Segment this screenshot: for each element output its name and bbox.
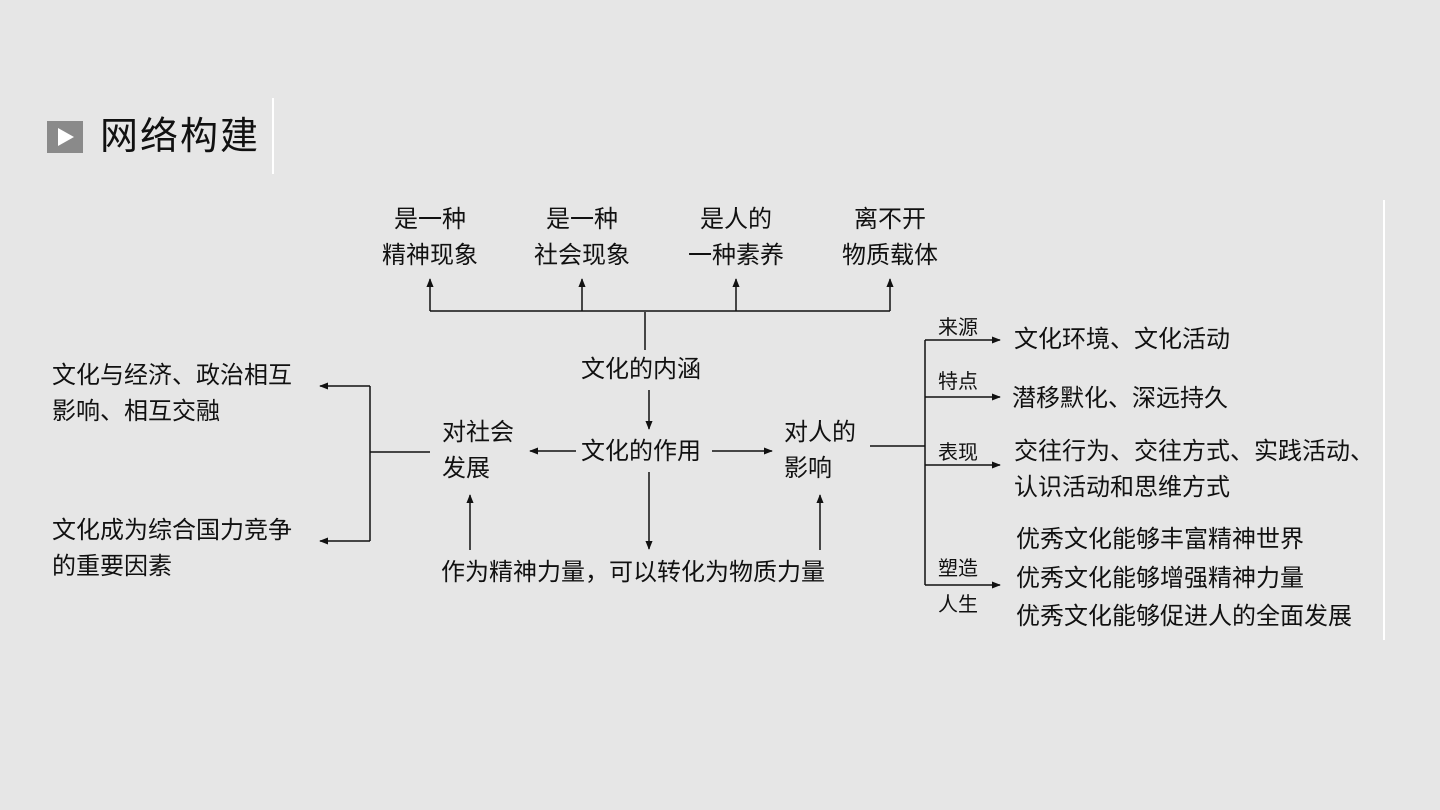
culture-connotation-node: 文化的内涵 [581,355,701,383]
society-effect-2: 文化成为综合国力竞争 的重要因素 [52,516,292,580]
branch-content-feature: 潜移默化、深远持久 [1012,384,1228,412]
right-divider [1383,200,1385,640]
culture-function-node: 文化的作用 [581,437,701,465]
branch-label-shaping-1: 塑造 [938,556,978,580]
society-effect-1: 文化与经济、政治相互 影响、相互交融 [52,361,292,425]
connotation-literacy: 是人的 一种素养 [688,205,784,269]
branch-content-shaping: 优秀文化能够丰富精神世界 优秀文化能够增强精神力量 优秀文化能够促进人的全面发展 [1016,525,1352,630]
section-title: 网络构建 [100,114,261,158]
connotation-social: 是一种 社会现象 [534,205,630,269]
branch-label-shaping-2: 人生 [938,592,978,616]
branch-label-expression: 表现 [938,440,978,464]
play-icon [47,121,83,153]
connotation-carrier: 离不开 物质载体 [842,205,938,269]
header-divider [272,98,274,174]
material-power-node: 作为精神力量，可以转化为物质力量 [441,558,825,586]
connotation-spiritual: 是一种 精神现象 [382,205,478,269]
society-node: 对社会 发展 [442,418,514,482]
branch-label-feature: 特点 [938,369,978,393]
branch-content-expression: 交往行为、交往方式、实践活动、 认识活动和思维方式 [1014,437,1374,501]
branch-content-source: 文化环境、文化活动 [1014,325,1230,353]
branch-label-source: 来源 [938,315,978,339]
people-node: 对人的 影响 [784,418,856,482]
